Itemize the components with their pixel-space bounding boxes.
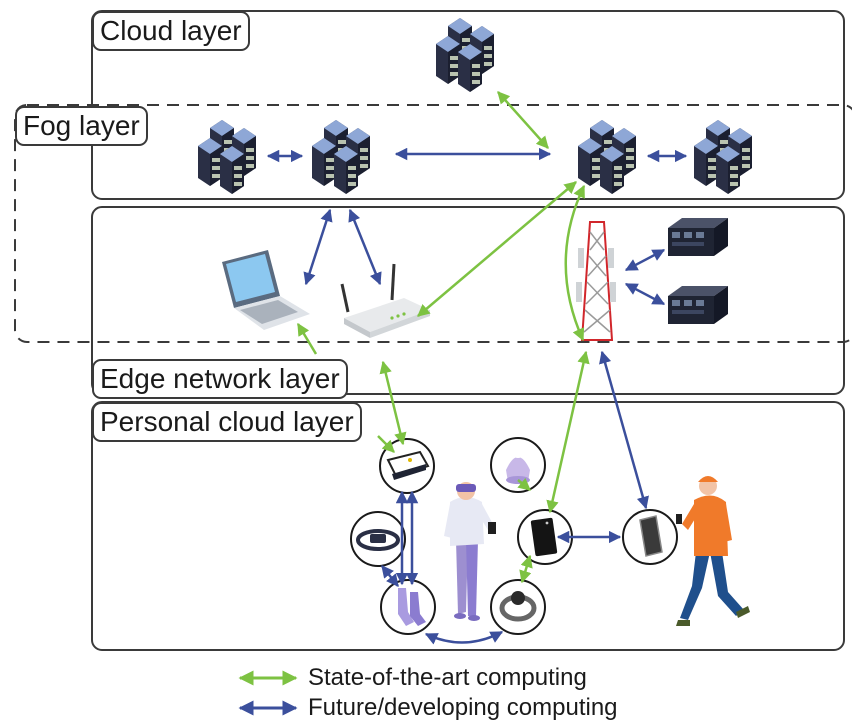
edge-server-icon (668, 286, 728, 324)
woman-with-vr-headset-icon (444, 482, 496, 621)
smart-glasses-icon (379, 438, 435, 494)
fog-layer-label: Fog layer (15, 106, 148, 146)
fog-layer-frame (14, 104, 852, 343)
personal-layer-label: Personal cloud layer (92, 402, 362, 442)
edge-layer-label: Edge network layer (92, 359, 348, 399)
server-rack-icon (312, 120, 370, 194)
edge-server-icon (668, 218, 728, 256)
chest-strap-icon (350, 511, 406, 567)
legend-label-state-of-the-art: State-of-the-art computing (308, 664, 587, 691)
personal-layer-frame (91, 401, 845, 651)
tablet-icon (622, 509, 678, 565)
cell-tower-icon (576, 221, 616, 341)
cloud-layer-label: Cloud layer (92, 11, 250, 51)
smart-socks-icon (380, 579, 436, 635)
wifi-router-icon (340, 263, 430, 338)
smart-speaker-icon (490, 437, 546, 493)
smartwatch-icon (490, 579, 546, 635)
laptop-icon (222, 250, 310, 330)
server-rack-icon (578, 120, 636, 194)
legend-label-future: Future/developing computing (308, 694, 618, 721)
server-rack-icon (694, 120, 752, 194)
server-rack-icon (198, 120, 256, 194)
server-rack-icon (436, 18, 494, 92)
smartphone-icon (517, 509, 573, 565)
man-walking-icon (676, 476, 750, 626)
